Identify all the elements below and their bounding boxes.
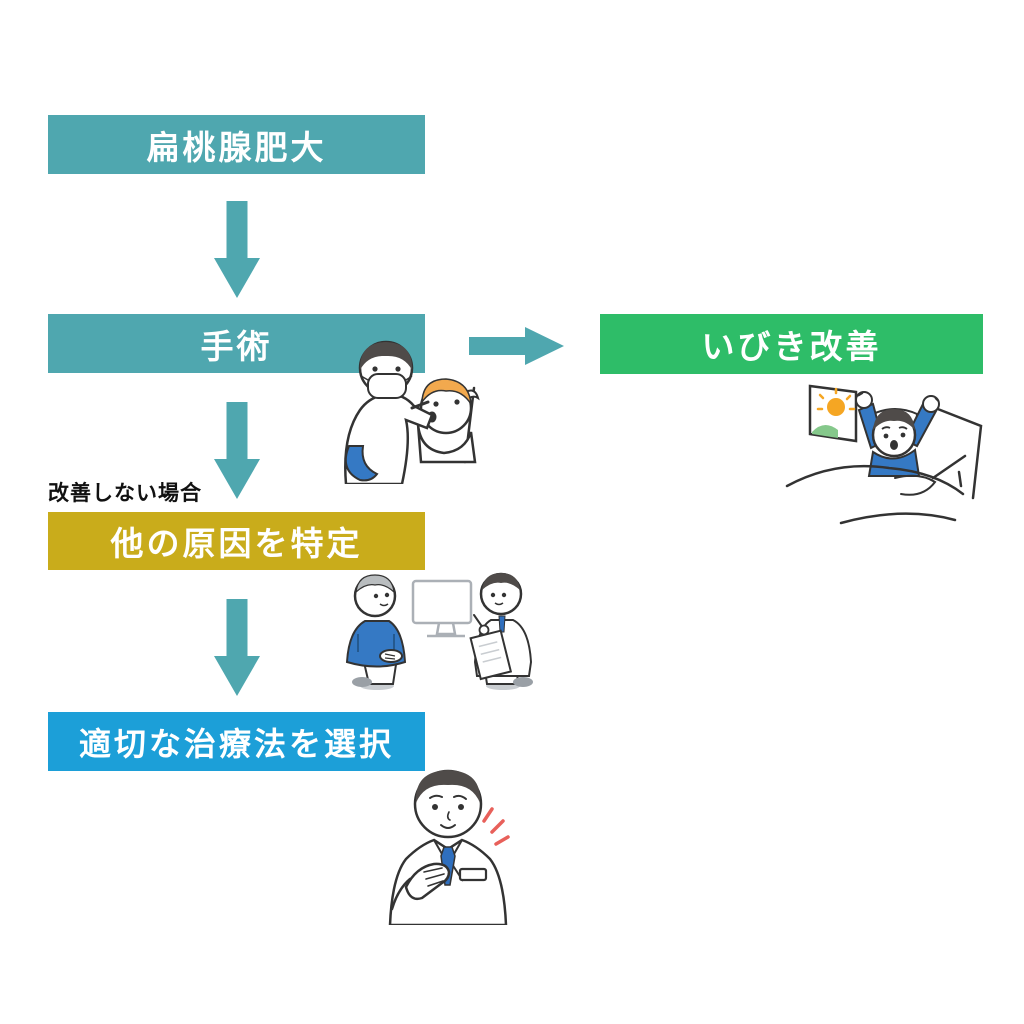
- doctor-examining-child-illustration: [332, 332, 484, 484]
- down-arrow-2: [214, 402, 260, 499]
- down-arrow-icon: [214, 599, 260, 696]
- down-arrow-3: [214, 599, 260, 696]
- right-arrow-icon: [469, 327, 564, 365]
- node-identify-other-causes: 他の原因を特定: [48, 512, 425, 570]
- node-select-treatment: 適切な治療法を選択: [48, 712, 425, 771]
- boy-waking-up-illustration: [783, 380, 988, 525]
- right-arrow: [469, 327, 564, 365]
- down-arrow-icon: [214, 201, 260, 298]
- emphasis-marks-icon: [482, 807, 510, 846]
- node-surgery: 手術: [48, 314, 425, 373]
- doctor-hand-on-chest-illustration: [372, 757, 524, 925]
- node-tonsil-hypertrophy: 扁桃腺肥大: [48, 115, 425, 174]
- sun-icon: [827, 398, 845, 416]
- down-arrow-icon: [214, 402, 260, 499]
- consultation-illustration: [333, 564, 547, 690]
- down-arrow-1: [214, 201, 260, 298]
- node-snoring-improved: いびき改善: [600, 314, 983, 374]
- branch-condition-label: 改善しない場合: [48, 482, 202, 505]
